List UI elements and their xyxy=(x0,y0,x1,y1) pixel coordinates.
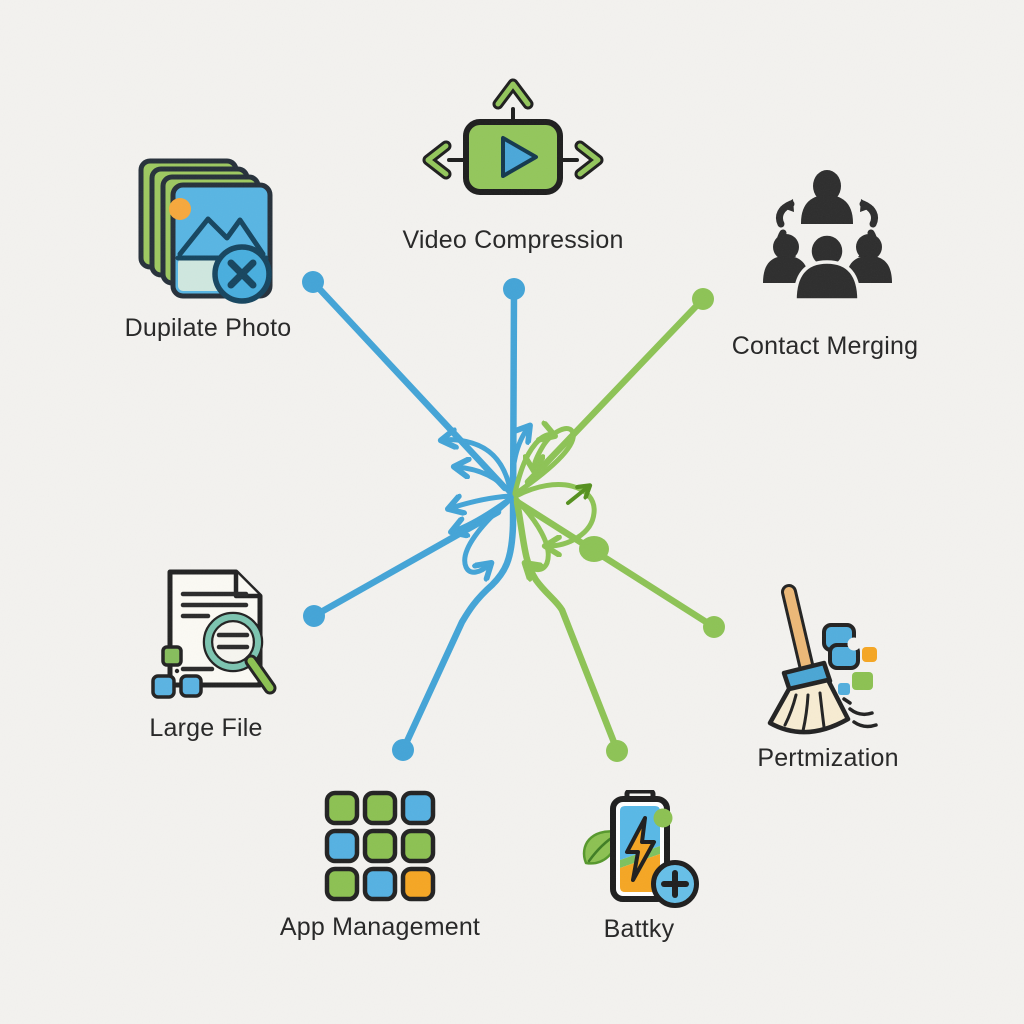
dot-contact-merging xyxy=(692,288,714,310)
node-large-file: Large File xyxy=(149,565,280,742)
dot-duplicate-photo xyxy=(302,271,324,293)
people-merge-icon xyxy=(763,170,892,302)
node-label: Battky xyxy=(603,915,675,943)
dot-app-management xyxy=(392,739,414,761)
video-expand-icon xyxy=(422,78,604,195)
spoke-video-compression xyxy=(399,285,518,754)
node-label: Pertmization xyxy=(757,744,899,772)
dot-battery xyxy=(606,740,628,762)
dot-large-file xyxy=(303,605,325,627)
app-grid-icon xyxy=(324,790,436,902)
node-app-management: App Management xyxy=(280,789,480,941)
document-magnifier-icon xyxy=(151,569,277,699)
spoke-duplicate-photo xyxy=(309,278,509,492)
node-battery: Battky xyxy=(575,790,700,943)
hub-green-blob xyxy=(579,536,609,562)
node-label: Large File xyxy=(149,714,263,742)
photo-stack-delete-icon xyxy=(138,158,273,304)
node-label: Dupilate Photo xyxy=(124,314,292,342)
node-contact-merging: Contact Merging xyxy=(732,163,918,360)
hub-curl-blue-5 xyxy=(462,496,514,572)
node-video-compression: Video Compression xyxy=(402,68,623,254)
node-label: Contact Merging xyxy=(731,332,919,360)
dot-optimization xyxy=(703,616,725,638)
spoke-contact-merging xyxy=(524,295,707,486)
battery-leaf-icon xyxy=(582,790,699,908)
spoke-large-file xyxy=(310,508,502,620)
dot-video-compression xyxy=(503,278,525,300)
node-label: Video Compression xyxy=(402,226,624,254)
node-label: App Management xyxy=(279,913,481,941)
node-optimization: Pertmization xyxy=(757,583,898,772)
broom-sweep-icon xyxy=(767,584,878,735)
node-duplicate-photo: Dupilate Photo xyxy=(125,158,291,342)
